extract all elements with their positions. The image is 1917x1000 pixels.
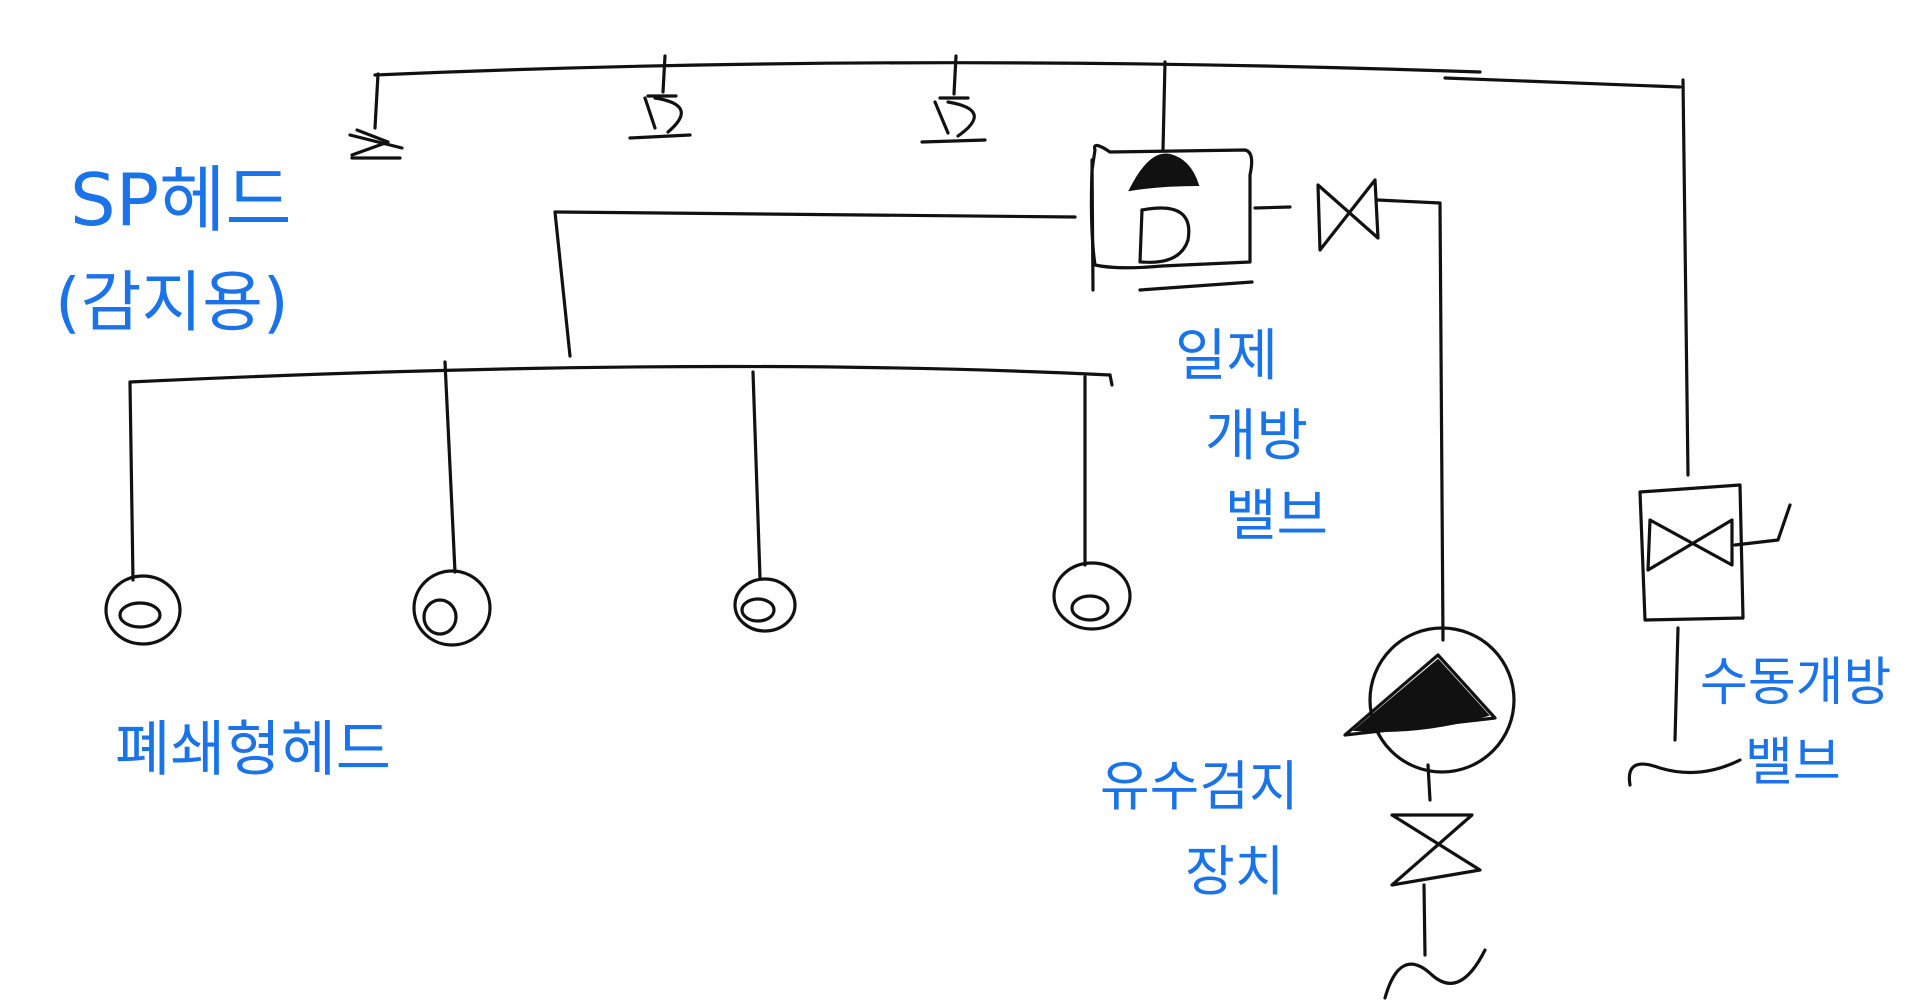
flow-detection-device — [1343, 626, 1516, 802]
label-sp-head: SP헤드 — [70, 158, 292, 242]
manual-open-valve — [1627, 78, 1792, 787]
label-flow-device-1: 유수검지 — [1100, 755, 1299, 818]
label-flow-device-2: 장치 — [1185, 840, 1284, 903]
ground-supply-mark — [1383, 948, 1487, 1000]
label-manual-valve-1: 수동개방 — [1700, 653, 1891, 713]
deluge-valve-diaphragm — [1128, 153, 1200, 192]
detection-head-3 — [920, 54, 987, 144]
closed-head-2 — [412, 360, 492, 647]
detection-head-2 — [628, 54, 692, 140]
label-sp-head-sub: (감지용) — [55, 264, 289, 341]
branch-pipe — [128, 210, 1114, 387]
detection-head-1 — [348, 72, 404, 160]
solenoid-valve — [1316, 178, 1445, 642]
label-solenoid-1: 일제 — [1175, 324, 1278, 389]
annotations: SP헤드 (감지용) 폐쇄형헤드 일제 개방 밸브 유수검지 장치 수동개방 밸… — [55, 158, 1891, 903]
ground-supply-mark-2 — [1627, 758, 1742, 787]
closed-head-3 — [733, 370, 797, 633]
closed-head-1 — [104, 381, 182, 646]
deluge-valve — [1089, 60, 1292, 292]
closed-head-4 — [1052, 375, 1132, 631]
main-supply-pipe — [373, 61, 1682, 89]
label-manual-valve-2: 밸브 — [1745, 733, 1841, 793]
label-solenoid-3: 밸브 — [1225, 484, 1328, 549]
flow-device-gate-valve — [1383, 813, 1487, 1000]
label-fire-head: 폐쇄형헤드 — [115, 715, 391, 785]
label-solenoid-2: 개방 — [1205, 404, 1308, 469]
